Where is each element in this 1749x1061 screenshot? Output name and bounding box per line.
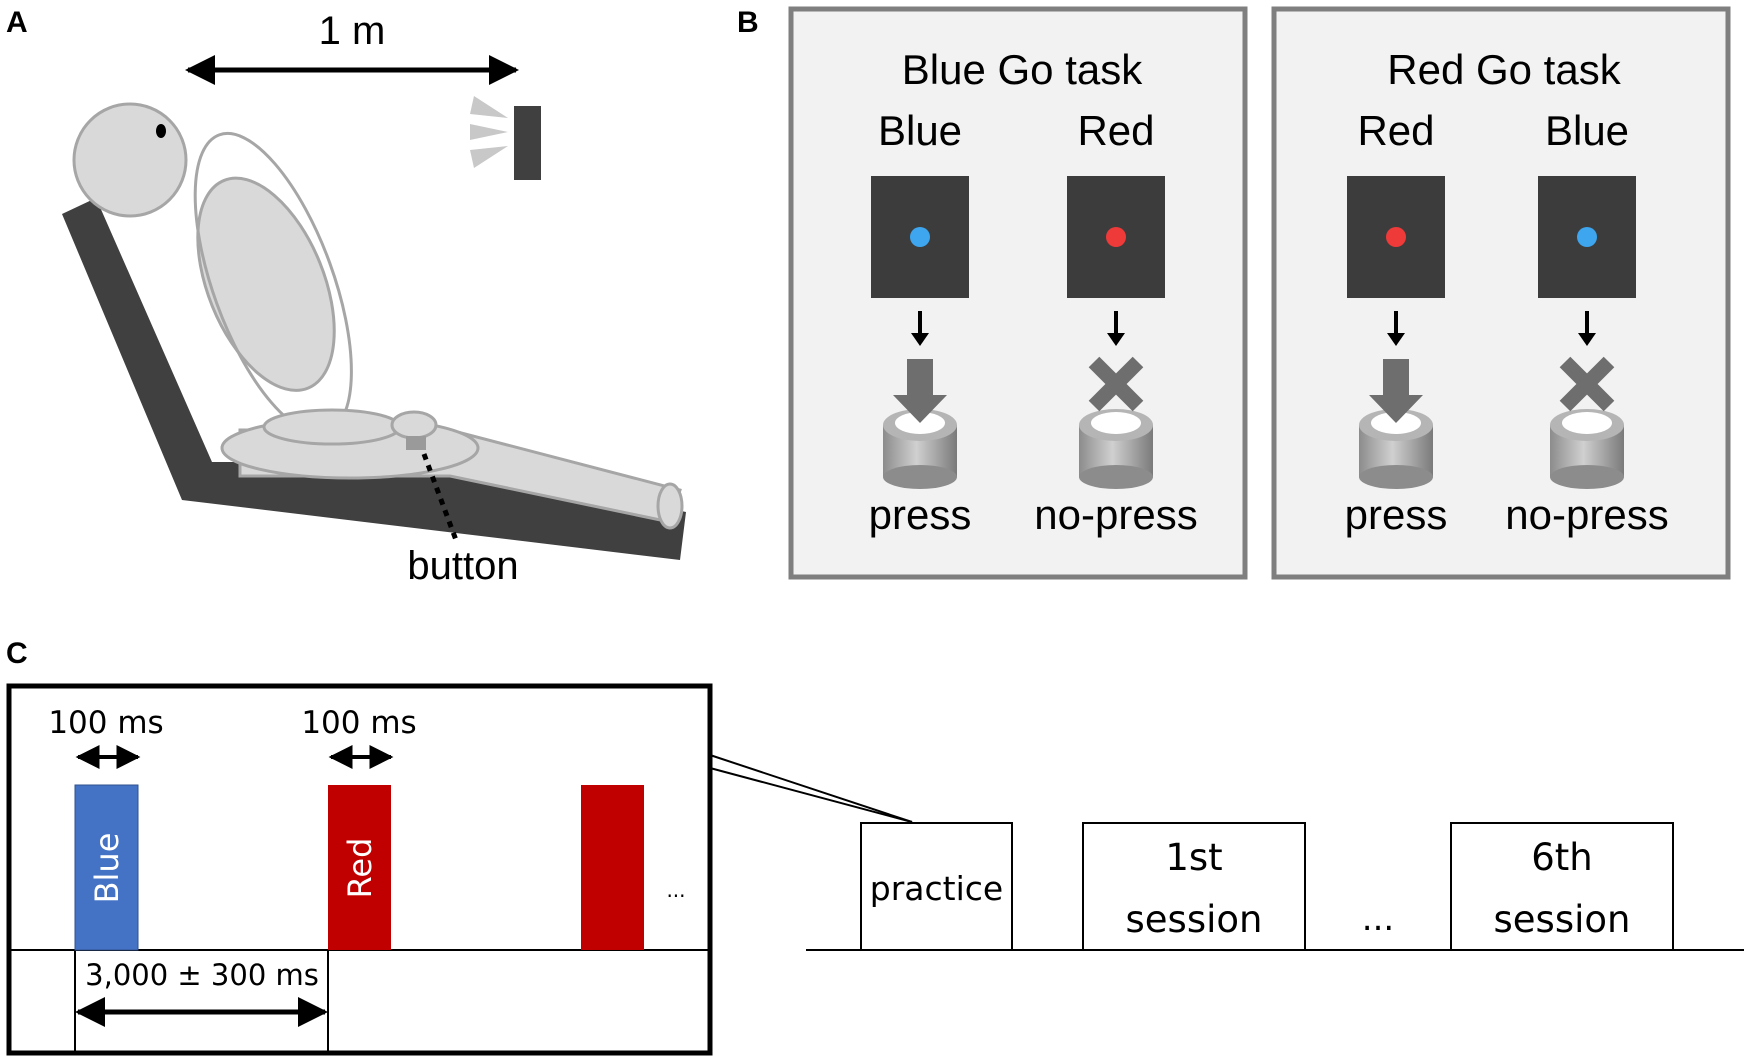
blue-dot-icon	[1577, 227, 1597, 247]
stimulus-bar-red-label: Red	[341, 838, 379, 899]
response-button-icon	[1550, 409, 1624, 489]
stimulus-label: Blue	[878, 107, 962, 154]
duration-label-red: 100 ms	[301, 705, 416, 741]
flow-arrow-head-icon	[1107, 333, 1125, 346]
distance-label: 1 m	[319, 9, 386, 53]
session-label-line2: session	[1494, 898, 1631, 941]
session-label-line2: session	[1126, 898, 1263, 941]
session-ellipsis: ...	[1362, 899, 1394, 939]
task-title: Red Go task	[1387, 46, 1621, 93]
panel-a-letter: A	[6, 6, 28, 39]
stimulus-label: Red	[1077, 107, 1154, 154]
response-button-icon	[1359, 409, 1433, 489]
session-label: practice	[870, 869, 1003, 908]
press-arrow-icon	[893, 359, 947, 423]
action-label: no-press	[1034, 491, 1197, 538]
red-dot-icon	[1106, 227, 1126, 247]
no-press-x-icon	[1559, 356, 1615, 412]
press-arrow-icon	[1369, 359, 1423, 423]
panel-c-letter: C	[6, 637, 28, 670]
panel-a: A 1 m button	[6, 6, 686, 588]
action-label: press	[1345, 491, 1448, 538]
stimulus-bar-red-2	[581, 785, 644, 950]
zoom-line-lower	[709, 767, 913, 823]
monitor-light-icon	[470, 96, 541, 180]
session-label-line1: 1st	[1165, 836, 1222, 879]
flow-arrow-head-icon	[1578, 333, 1596, 346]
no-press-x-icon	[1088, 356, 1144, 412]
response-button-icon	[1079, 409, 1153, 489]
duration-label-blue: 100 ms	[48, 705, 163, 741]
session-label-line1: 6th	[1531, 836, 1593, 879]
seated-person-figure	[72, 102, 684, 530]
button-label: button	[407, 544, 518, 588]
session-box-frame	[1450, 822, 1674, 951]
trial-timeline-frame	[6, 683, 713, 1056]
action-label: no-press	[1505, 491, 1668, 538]
flow-arrow-head-icon	[911, 333, 929, 346]
zoom-line-upper	[709, 754, 913, 823]
stimulus-label: Red	[1357, 107, 1434, 154]
action-label: press	[869, 491, 972, 538]
trial-ellipsis: ...	[666, 878, 685, 902]
button-device	[406, 436, 426, 450]
panel-c: C 100 ms 100 ms Blue Red ... 3,000 ± 300…	[6, 637, 1744, 1056]
blue-dot-icon	[910, 227, 930, 247]
interval-label: 3,000 ± 300 ms	[85, 958, 319, 992]
task-panel-frame	[788, 6, 1248, 580]
session-box-1: 1st session	[1082, 822, 1306, 951]
session-box-frame	[860, 822, 1013, 951]
stimulus-bar-blue-label: Blue	[88, 833, 126, 904]
red-dot-icon	[1386, 227, 1406, 247]
eye-icon	[156, 124, 166, 138]
flow-arrow-head-icon	[1387, 333, 1405, 346]
stimulus-label: Blue	[1545, 107, 1629, 154]
stimulus-bar-red	[328, 785, 391, 950]
session-box-2: 6th session	[1450, 822, 1674, 951]
task-title: Blue Go task	[902, 46, 1143, 93]
stimulus-bar-blue	[74, 784, 139, 951]
session-box-0: practice	[860, 822, 1013, 951]
response-button-icon	[883, 409, 957, 489]
button-pointer-line	[421, 453, 459, 541]
panel-b-letter: B	[737, 6, 759, 39]
session-box-frame	[1082, 822, 1306, 951]
